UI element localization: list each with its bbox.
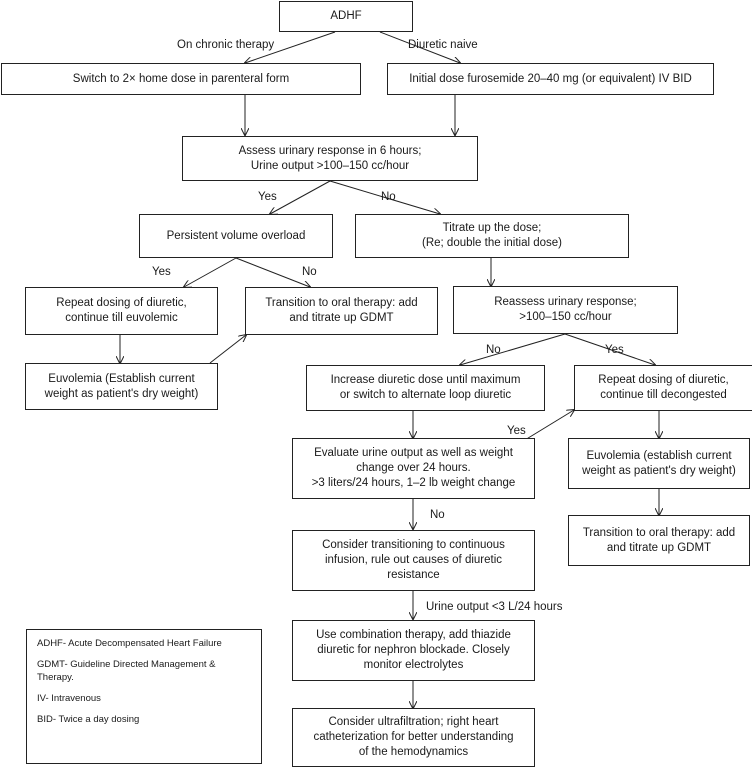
arrow-reassess-to-repeat [564, 333, 655, 365]
arrow-evaluate-to-repeat [519, 410, 574, 444]
node-euvolemia-2: Euvolemia (establish current weight as p… [568, 438, 750, 489]
arrow-adhf-to-switch [245, 31, 336, 63]
node-text-line: Transition to oral therapy: add [265, 297, 418, 310]
node-reassess-urinary: Reassess urinary response; >100–150 cc/h… [453, 286, 678, 334]
label-no: No [381, 191, 396, 203]
node-text: Switch to 2× home dose in parenteral for… [72, 72, 290, 85]
arrow-reassess-to-increase [460, 333, 566, 365]
node-persistent-overload: Persistent volume overload [139, 214, 333, 258]
node-repeat-dosing-decongested: Repeat dosing of diuretic, continue till… [574, 365, 752, 411]
node-text-line: Transition to oral therapy: add [582, 526, 736, 539]
node-assess-urinary: Assess urinary response in 6 hours; Urin… [182, 136, 478, 181]
legend-item: ADHF- Acute Decompensated Heart Failure [37, 638, 222, 649]
node-text-line: >100–150 cc/hour [519, 311, 612, 323]
node-text-line: of the hemodynamics [358, 745, 469, 758]
node-text-line: Assess urinary response in 6 hours; [238, 144, 422, 157]
node-continuous-infusion: Consider transitioning to continuous inf… [292, 530, 535, 591]
legend-item: BID- Twice a day dosing [37, 714, 140, 726]
arrow-euvolemia-to-transition [209, 335, 246, 364]
arrow-adhf-to-initial [379, 31, 460, 63]
node-text-line: Reassess urinary response; [494, 296, 637, 309]
node-ultrafiltration: Consider ultrafiltration; right heart ca… [292, 708, 535, 767]
node-text-line: continue till euvolemic [65, 312, 178, 324]
node-text-line: Repeat dosing of diuretic, [598, 374, 729, 387]
node-euvolemia-1: Euvolemia (Establish current weight as p… [25, 363, 218, 410]
label-diuretic-naive: Diuretic naive [408, 39, 478, 51]
node-transition-oral-2: Transition to oral therapy: add and titr… [568, 515, 750, 566]
node-text-line: Consider transitioning to continuous [322, 539, 505, 552]
node-text-line: catheterization for better understanding [313, 731, 514, 744]
node-text-line: weight as patient's dry weight) [44, 387, 199, 400]
label-no: No [302, 266, 317, 278]
legend-item: GDMT- Guideline Directed Management & Th… [37, 659, 216, 683]
node-text-line: Euvolemia (establish current [586, 449, 732, 462]
node-text-line: continue till decongested [600, 389, 727, 401]
node-text-line: Increase diuretic dose until maximum [330, 374, 521, 387]
node-text-line: Evaluate urine output as well as weight [314, 447, 513, 460]
node-combination-therapy: Use combination therapy, add thiazide di… [292, 620, 535, 681]
legend-item: IV- Intravenous [37, 693, 101, 705]
label-yes: Yes [605, 344, 624, 356]
node-titrate-up: Titrate up the dose; (Re; double the ini… [355, 214, 629, 258]
node-text-line: Euvolemia (Establish current [48, 372, 195, 385]
arrow-assess-to-persistent [270, 180, 331, 214]
label-on-chronic-therapy: On chronic therapy [177, 39, 275, 51]
node-text-line: or switch to alternate loop diuretic [339, 389, 512, 401]
arrow-assess-to-titrate [329, 180, 440, 214]
node-text-line: infusion, rule out causes of diuretic [324, 554, 503, 567]
node-transition-oral-1: Transition to oral therapy: add and titr… [245, 287, 438, 335]
arrow-persistent-to-transition [235, 257, 310, 287]
arrow-persistent-to-repeat [184, 257, 237, 287]
node-text-line: Titrate up the dose; [442, 222, 542, 235]
node-text-line: Urine output >100–150 cc/hour [250, 159, 410, 172]
node-text: Persistent volume overload [166, 229, 306, 242]
node-repeat-dosing-euvolemic: Repeat dosing of diuretic, continue till… [25, 287, 218, 335]
label-no: No [486, 344, 501, 356]
node-text-line: resistance [387, 568, 440, 581]
node-initial-dose: Initial dose furosemide 20–40 mg (or equ… [387, 63, 714, 95]
label-urine-output-lt3: Urine output <3 L/24 hours [426, 601, 563, 613]
node-text-line: weight as patient's dry weight) [582, 464, 736, 477]
node-text-line: Consider ultrafiltration; right heart [328, 716, 499, 729]
node-text-line: monitor electrolytes [363, 658, 464, 671]
node-evaluate-urine: Evaluate urine output as well as weight … [292, 438, 535, 499]
label-yes: Yes [258, 191, 277, 203]
node-text-line: diuretic for nephron blockade. Closely [317, 644, 510, 657]
node-text: Initial dose furosemide 20–40 mg (or equ… [409, 72, 692, 85]
node-text-line: Repeat dosing of diuretic, [56, 297, 187, 310]
node-text-line: and titrate up GDMT [606, 541, 712, 554]
abbreviation-legend: ADHF- Acute Decompensated Heart Failure … [26, 629, 262, 764]
node-text-line: >3 liters/24 hours, 1–2 lb weight change [311, 476, 516, 489]
node-adhf: ADHF [279, 1, 413, 32]
label-yes: Yes [152, 266, 171, 278]
node-text-line: and titrate up GDMT [289, 312, 394, 324]
node-switch-home-dose: Switch to 2× home dose in parenteral for… [1, 63, 361, 95]
node-text-line: change over 24 hours. [356, 462, 471, 475]
node-text: ADHF [330, 10, 362, 23]
label-no: No [430, 509, 445, 521]
node-text-line: Use combination therapy, add thiazide [316, 629, 511, 642]
node-increase-dose: Increase diuretic dose until maximum or … [306, 365, 545, 411]
label-yes: Yes [507, 425, 526, 437]
node-text-line: (Re; double the initial dose) [422, 237, 562, 249]
